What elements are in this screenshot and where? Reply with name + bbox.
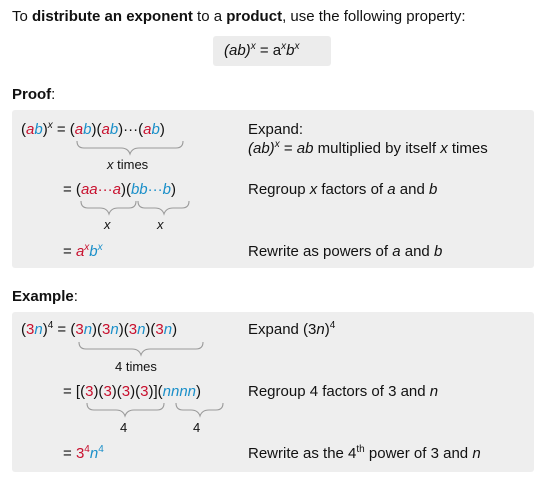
example-heading: Example: — [12, 288, 78, 305]
example-regroup-equation: = [(3)(3)(3)(3)](nnnn) — [63, 383, 202, 400]
proof-x-label-a: x — [104, 217, 111, 232]
property-box — [213, 36, 331, 66]
proof-step2-explanation: Regroup x factors of a and b — [248, 181, 438, 198]
example-panel — [12, 312, 534, 472]
proof-heading: Proof: — [12, 86, 56, 103]
intro-text: To distribute an exponent to a product, … — [12, 8, 466, 25]
example-rewrite-equation: = 34n4 — [63, 444, 104, 463]
proof-step1-title: Expand: — [248, 121, 304, 138]
example-step2-explanation: Regroup 4 factors of 3 and n — [248, 383, 439, 400]
property-formula: (ab)x = axbx — [224, 41, 300, 60]
example-4-label-threes: 4 — [120, 420, 128, 435]
proof-rewrite-equation: = axbx — [63, 242, 103, 261]
intro-bold-1: distribute an exponent — [32, 8, 193, 25]
proof-expand-equation: (ab)x = (ab)(ab)···(ab) — [21, 120, 165, 139]
proof-x-label-b: x — [157, 217, 164, 232]
example-step1-explanation: Expand (3n)4 — [248, 320, 336, 339]
example-step3-explanation: Rewrite as the 4th power of 3 and n — [248, 444, 481, 463]
proof-panel — [12, 110, 534, 268]
example-4-label-ns: 4 — [193, 420, 201, 435]
proof-step1-explanation: (ab)x = ab multiplied by itself x times — [248, 139, 488, 158]
intro-bold-2: product — [226, 8, 283, 25]
proof-step3-explanation: Rewrite as powers of a and b — [248, 243, 443, 260]
example-expand-equation: (3n)4 = (3n)(3n)(3n)(3n) — [21, 320, 178, 339]
example-4-times-label: 4 times — [115, 359, 157, 374]
proof-regroup-equation: = (aa···a)(bb···b) — [63, 181, 176, 198]
proof-x-times-label: x times — [107, 157, 149, 172]
